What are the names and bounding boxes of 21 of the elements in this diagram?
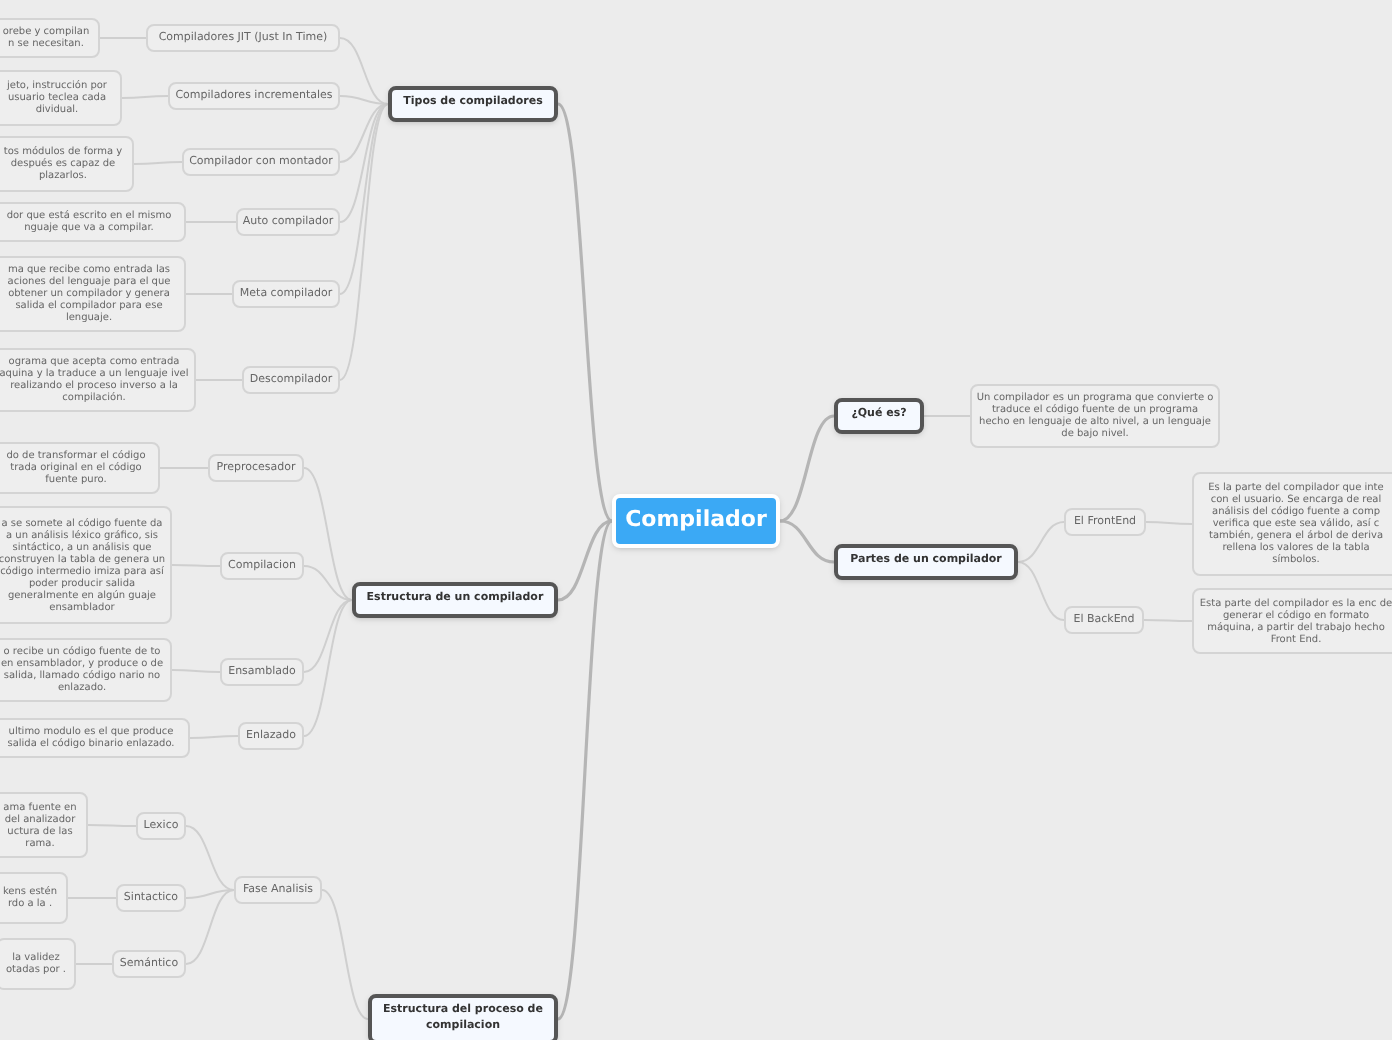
connector-line — [321, 889, 369, 1020]
connector-line — [779, 414, 835, 523]
connector-line — [303, 467, 353, 601]
connector-line — [303, 599, 353, 673]
connector-line — [556, 103, 614, 522]
connector-line — [339, 103, 389, 381]
connector-line — [339, 103, 389, 163]
connector-line — [185, 889, 235, 899]
central-topic: Compilador — [612, 494, 780, 548]
connector-line — [303, 565, 353, 601]
connector-line — [779, 519, 835, 564]
connector-line — [1017, 561, 1065, 621]
connector-line — [557, 519, 613, 602]
connector-line — [303, 599, 353, 737]
connector-line — [1017, 521, 1065, 563]
connector-line — [185, 889, 235, 965]
connector-line — [339, 95, 389, 105]
connector-line — [339, 37, 389, 105]
connector-line — [185, 825, 235, 891]
connector-line — [339, 103, 389, 223]
connector-line — [556, 520, 614, 1020]
